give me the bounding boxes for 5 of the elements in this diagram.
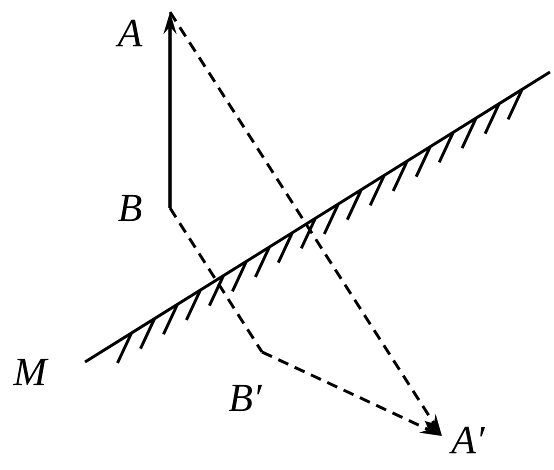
point-label: A	[116, 20, 142, 46]
point-label: B	[118, 194, 142, 222]
point-label: M	[12, 358, 48, 386]
point-label: A′	[449, 426, 486, 454]
point-label: B′	[228, 384, 262, 412]
